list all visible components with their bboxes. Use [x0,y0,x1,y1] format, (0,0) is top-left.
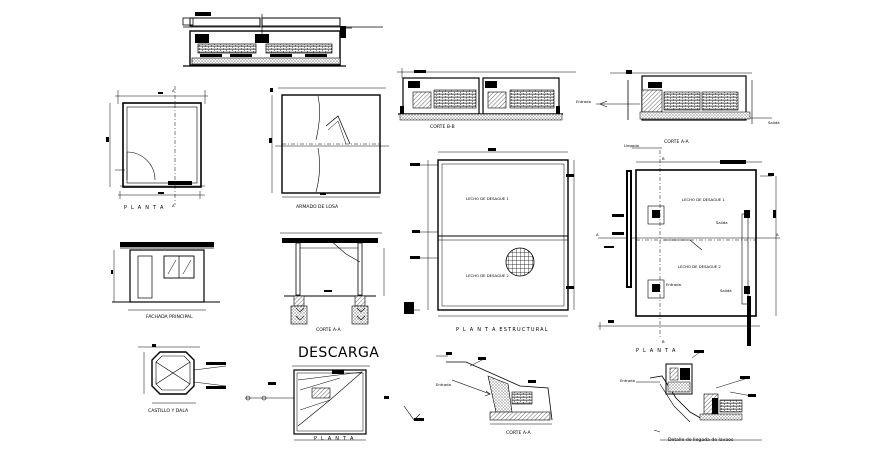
axis-a-right-left: A [596,232,599,237]
floor-plan-small: A A P L A N T A [106,86,208,211]
front-facade: FACHADA PRINCIPAL [111,242,220,320]
axis-b-label-bottom: B [662,339,665,344]
armado-losa-title: ARMADO DE LOSA [296,204,339,210]
lecho-2-label-a: LECHO DE DESAGUE 2 [466,273,509,278]
top-elevation-view [182,12,383,67]
section-b-b: CORTE B-B [397,68,576,130]
fachada-title: FACHADA PRINCIPAL [146,314,193,320]
planta-3-title: P L A N T A [314,436,355,442]
lecho-1-label-b: LECHO DE DESAGUE 1 [682,197,725,202]
entrada-label-3: Entrada [436,382,451,387]
entrada-label-4: Entrada [620,378,635,383]
salida-label-1: Salida [768,120,780,125]
salida-label-3: Salida [720,288,732,293]
corte-aa-1-title: CORTE A-A [316,327,341,333]
llegada-label: Llegada [624,143,639,148]
axis-a-right: A [776,232,779,237]
planta-estructural-title: P L A N T A ESTRUCTURAL [456,327,549,333]
castillo-title: CASTILLO Y DALA [148,408,189,414]
corte-aa-2-title: CORTE A-A [664,139,689,145]
slab-reinforcement-plan: ARMADO DE LOSA [269,87,389,210]
floor-plan-right: Llegada B A A LECHO DE DESAGUE 1 LECHO D [596,143,780,354]
lecho-1-label-a: LECHO DE DESAGUE 1 [466,196,509,201]
axis-b-label: B [662,156,665,161]
planta-1-title: P L A N T A [124,205,165,211]
descarga-watermark[interactable]: DESCARGA [298,345,379,361]
drain-plan: P L A N T A [245,365,424,442]
section-a-a-right: Entrada Salida CORTE A-A [576,70,780,145]
column-detail: CASTILLO Y DALA [138,344,227,414]
corte-bb-title: CORTE B-B [430,124,455,130]
entrada-label-1: Entrada [576,99,591,104]
planta-2-title: P L A N T A [636,348,677,354]
arrival-detail: Entrada Detalle de llegada de lavaos [620,350,762,443]
axis-a-label-bottom: A [172,203,175,208]
corte-aa-3-title: CORTE A-A [506,430,531,436]
section-a-a-center: CORTE A-A [280,232,385,333]
drain-section: Entrada CORTE A-A [436,352,553,436]
detalle-title: Detalle de llegada de lavaos [668,437,734,443]
salida-label-2: Salida [716,220,728,225]
lecho-2-label-b: LECHO DE DESAGUE 2 [678,264,721,269]
axis-a-label: A [172,88,175,93]
entrada-label-2: Entrada [666,282,681,287]
structural-plan: LECHO DE DESAGUE 1 LECHO DE DESAGUE 2 P … [404,148,575,333]
